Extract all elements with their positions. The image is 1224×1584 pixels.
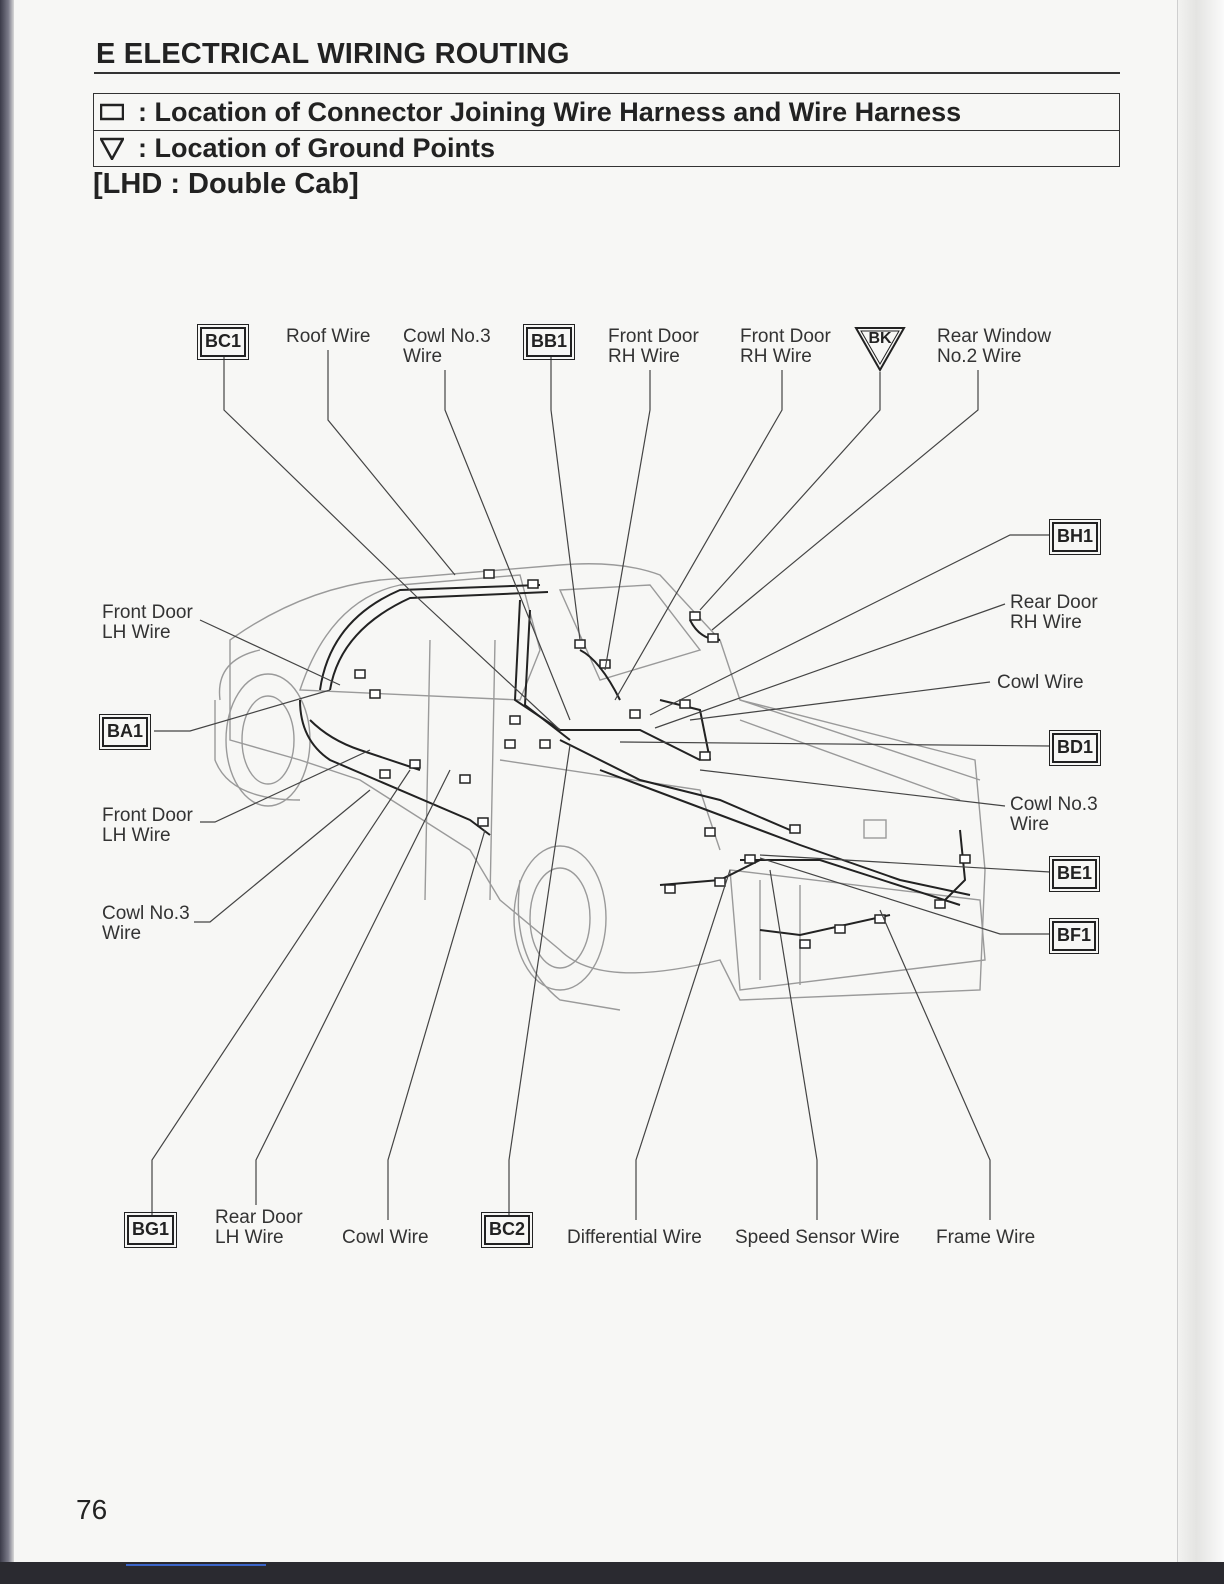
ground-code-bk: BK xyxy=(868,330,892,347)
label-cowl-wire-bottom: Cowl Wire xyxy=(342,1227,429,1248)
connector-code-bd1: BD1 xyxy=(1048,730,1102,766)
legend-table: : Location of Connector Joining Wire Har… xyxy=(93,93,1120,167)
legend-row-ground: : Location of Ground Points xyxy=(94,130,1119,166)
connector-code-bb1: BB1 xyxy=(522,324,576,360)
triangle-icon xyxy=(100,137,124,160)
legend-ground-text: : Location of Ground Points xyxy=(138,133,495,163)
label-rear-door-rh-line2: RH Wire xyxy=(1010,612,1082,633)
label-front-door-rh-a-line1: Front Door xyxy=(608,326,699,347)
scan-bottom-edge xyxy=(0,1562,1224,1584)
connector-code-be1: BE1 xyxy=(1048,856,1101,892)
label-cowl3-top-line1: Cowl No.3 xyxy=(403,326,491,347)
connector-code-ba1: BA1 xyxy=(98,714,152,750)
legend-connector-text: : Location of Connector Joining Wire Har… xyxy=(138,97,962,127)
connector-code-bg1: BG1 xyxy=(123,1212,178,1248)
label-cowl-wire-right: Cowl Wire xyxy=(997,672,1084,693)
label-rear-door-rh-line1: Rear Door xyxy=(1010,592,1098,613)
page-number: 76 xyxy=(76,1494,108,1525)
label-rear-door-lh-line1: Rear Door xyxy=(215,1207,303,1228)
label-front-door-lh-top-line1: Front Door xyxy=(102,602,193,623)
label-cowl3-left-line2: Wire xyxy=(102,923,142,944)
label-cowl3-top-line2: Wire xyxy=(403,346,443,367)
connector-code-bc2: BC2 xyxy=(480,1212,534,1248)
book-spine-edge xyxy=(0,0,14,1584)
label-front-door-lh-mid-line1: Front Door xyxy=(102,805,193,826)
label-frame-wire: Frame Wire xyxy=(936,1227,1036,1248)
leader-lines xyxy=(151,350,1051,1220)
scan-mark xyxy=(126,1564,266,1566)
wire-harness-bundles xyxy=(299,584,971,937)
ground-triangle-icon xyxy=(854,327,906,373)
diagram-subtitle: [LHD : Double Cab] xyxy=(93,168,359,200)
label-differential-wire: Differential Wire xyxy=(567,1227,702,1248)
label-cowl3-right-line1: Cowl No.3 xyxy=(1010,794,1098,815)
page-edge xyxy=(1177,0,1224,1584)
label-front-door-lh-top-line2: LH Wire xyxy=(102,622,171,643)
label-rear-window-line2: No.2 Wire xyxy=(937,346,1022,367)
wire-connectors xyxy=(354,569,971,949)
label-speed-sensor-wire: Speed Sensor Wire xyxy=(735,1227,900,1248)
page-title: E ELECTRICAL WIRING ROUTING xyxy=(96,38,570,70)
title-rule xyxy=(94,72,1120,74)
label-front-door-rh-b-line1: Front Door xyxy=(740,326,831,347)
label-front-door-rh-a-line2: RH Wire xyxy=(608,346,680,367)
label-front-door-rh-b-line2: RH Wire xyxy=(740,346,812,367)
ground-point-bk: BK xyxy=(854,326,906,373)
truck-outline xyxy=(214,563,986,1011)
label-front-door-lh-mid-line2: LH Wire xyxy=(102,825,171,846)
connector-code-bc1: BC1 xyxy=(196,324,250,360)
label-rear-window-line1: Rear Window xyxy=(937,326,1052,347)
label-cowl3-right-line2: Wire xyxy=(1010,814,1050,835)
connector-code-bf1: BF1 xyxy=(1048,918,1100,954)
square-icon xyxy=(100,103,124,121)
legend-row-connector: : Location of Connector Joining Wire Har… xyxy=(94,94,1119,131)
label-rear-door-lh-line2: LH Wire xyxy=(215,1227,284,1248)
label-roof-wire: Roof Wire xyxy=(286,326,371,347)
label-cowl3-left-line1: Cowl No.3 xyxy=(102,903,190,924)
connector-code-bh1: BH1 xyxy=(1048,519,1102,555)
